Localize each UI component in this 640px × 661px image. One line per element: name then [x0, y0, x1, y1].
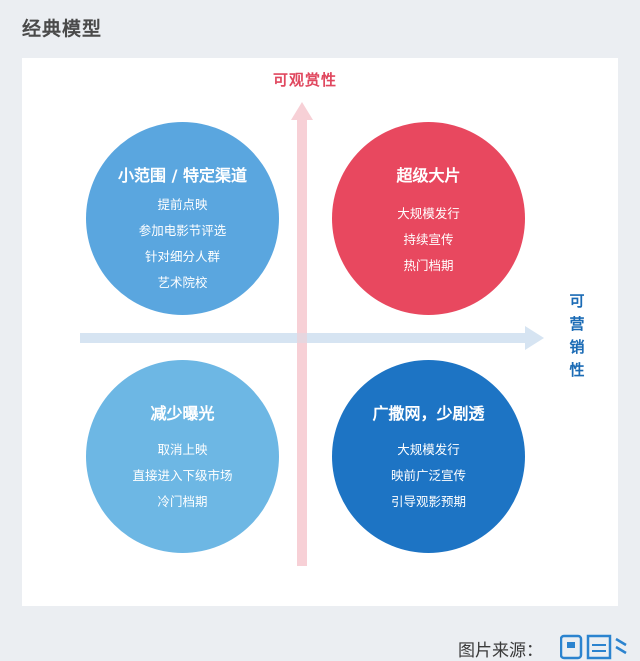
quadrant-top-right-list: 大规模发行 持续宣传 热门档期	[332, 201, 525, 279]
quadrant-bottom-left-title: 减少曝光	[150, 404, 215, 423]
quadrant-item: 冷门档期	[157, 494, 208, 509]
vertical-axis-label: 可观赏性	[272, 71, 337, 89]
horizontal-axis-label-char: 可	[569, 292, 585, 310]
quadrant-bottom-left-circle: 减少曝光 取消上映 直接进入下级市场 冷门档期	[86, 360, 279, 553]
horizontal-axis-label-char: 销	[569, 338, 585, 356]
quadrant-item: 映前广泛宣传	[390, 468, 466, 483]
quadrant-top-right-title: 超级大片	[396, 166, 461, 185]
axes-layer	[80, 102, 544, 566]
source-logo-icon	[560, 634, 627, 660]
quadrant-item: 针对细分人群	[144, 249, 220, 264]
quadrant-item: 热门档期	[403, 258, 454, 273]
horizontal-axis-label-char: 性	[569, 361, 585, 379]
quadrant-item: 大规模发行	[397, 442, 460, 457]
quadrant-item: 直接进入下级市场	[132, 468, 233, 483]
horizontal-axis-label-char: 营	[569, 315, 585, 333]
quadrant-item: 大规模发行	[397, 206, 460, 221]
quadrant-top-left-title: 小范围 / 特定渠道	[118, 166, 247, 185]
quadrant-bottom-right-circle: 广撒网，少剧透 大规模发行 映前广泛宣传 引导观影预期	[332, 360, 525, 553]
quadrant-bottom-right-title: 广撒网，少剧透	[372, 404, 485, 423]
quadrant-top-left-list: 提前点映 参加电影节评选 针对细分人群 艺术院校	[86, 192, 279, 296]
quadrant-item: 引导观影预期	[390, 494, 466, 509]
horizontal-axis-arrow	[80, 326, 544, 350]
diagram-panel: 可观赏性 可 营 销 性 小范围 / 特定渠道 提前点映 参加电影节评选 针对细…	[22, 58, 618, 606]
page-title: 经典模型	[22, 18, 103, 40]
image-source-label: 图片来源：	[458, 641, 543, 661]
quadrant-item: 持续宣传	[403, 232, 454, 247]
quadrant-top-left-circle: 小范围 / 特定渠道 提前点映 参加电影节评选 针对细分人群 艺术院校	[86, 122, 279, 315]
quadrant-item: 参加电影节评选	[138, 223, 227, 238]
horizontal-axis-label: 可 营 销 性	[564, 290, 590, 382]
axis-intersection	[297, 333, 307, 343]
quadrant-item: 提前点映	[157, 197, 208, 212]
quadrant-bottom-right-list: 大规模发行 映前广泛宣传 引导观影预期	[332, 437, 525, 515]
quadrant-bottom-left-list: 取消上映 直接进入下级市场 冷门档期	[86, 437, 279, 515]
quadrant-item: 艺术院校	[157, 275, 208, 290]
quadrant-top-right-circle: 超级大片 大规模发行 持续宣传 热门档期	[332, 122, 525, 315]
quadrant-item: 取消上映	[157, 442, 208, 457]
